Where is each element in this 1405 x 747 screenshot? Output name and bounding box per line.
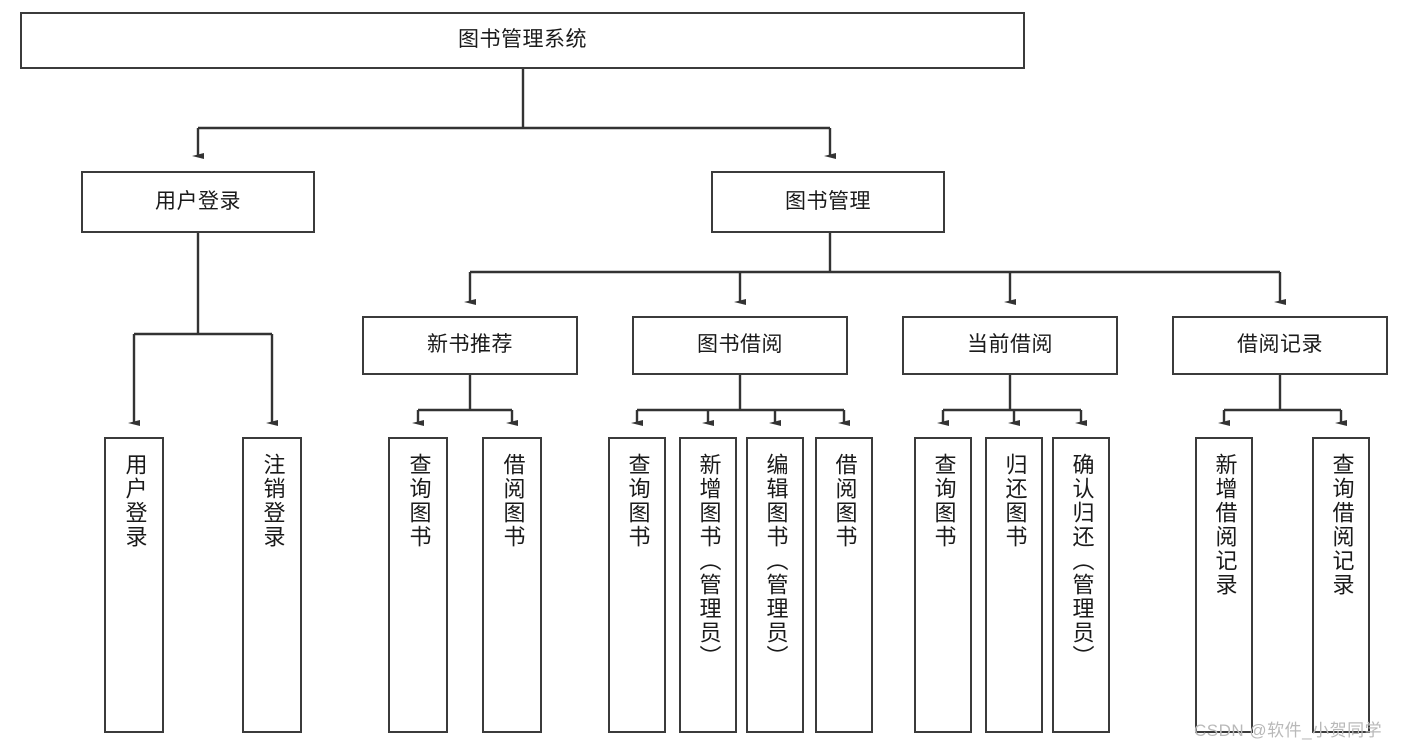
node-root[interactable]: 图书管理系统 (20, 12, 1025, 69)
node-book-manage[interactable]: 图书管理 (711, 171, 945, 233)
node-new-book-rec[interactable]: 新书推荐 (362, 316, 578, 375)
node-leaf-edit-book-label: 编辑图书（管理员） (763, 453, 789, 669)
node-book-borrow[interactable]: 图书借阅 (632, 316, 848, 375)
node-leaf-return-book[interactable]: 归还图书 (985, 437, 1043, 733)
node-leaf-borrow-book-2[interactable]: 借阅图书 (815, 437, 873, 733)
node-book-borrow-label: 图书借阅 (697, 333, 783, 357)
node-borrow-record[interactable]: 借阅记录 (1172, 316, 1388, 375)
node-leaf-logout-label: 注销登录 (260, 453, 286, 549)
node-leaf-query-book-3-label: 查询图书 (931, 453, 957, 549)
node-new-book-rec-label: 新书推荐 (427, 333, 513, 357)
node-user-login-label: 用户登录 (155, 189, 241, 213)
node-leaf-query-record[interactable]: 查询借阅记录 (1312, 437, 1370, 733)
node-leaf-confirm-return[interactable]: 确认归还（管理员） (1052, 437, 1110, 733)
node-leaf-query-book-2[interactable]: 查询图书 (608, 437, 666, 733)
node-leaf-query-book-1[interactable]: 查询图书 (388, 437, 448, 733)
node-leaf-query-record-label: 查询借阅记录 (1329, 453, 1355, 597)
node-leaf-edit-book[interactable]: 编辑图书（管理员） (746, 437, 804, 733)
node-leaf-confirm-return-label: 确认归还（管理员） (1069, 453, 1095, 669)
node-leaf-add-book[interactable]: 新增图书（管理员） (679, 437, 737, 733)
node-leaf-query-book-3[interactable]: 查询图书 (914, 437, 972, 733)
node-leaf-query-book-1-label: 查询图书 (406, 453, 432, 549)
node-leaf-user-login-label: 用户登录 (122, 453, 148, 549)
node-leaf-add-record-label: 新增借阅记录 (1212, 453, 1238, 597)
node-leaf-query-book-2-label: 查询图书 (625, 453, 651, 549)
node-leaf-borrow-book-1-label: 借阅图书 (500, 453, 526, 549)
node-leaf-borrow-book-1[interactable]: 借阅图书 (482, 437, 542, 733)
node-leaf-add-record[interactable]: 新增借阅记录 (1195, 437, 1253, 733)
node-leaf-return-book-label: 归还图书 (1002, 453, 1028, 549)
node-leaf-add-book-label: 新增图书（管理员） (696, 453, 722, 669)
node-leaf-user-login[interactable]: 用户登录 (104, 437, 164, 733)
node-book-manage-label: 图书管理 (785, 189, 871, 213)
node-borrow-record-label: 借阅记录 (1237, 333, 1323, 357)
node-user-login[interactable]: 用户登录 (81, 171, 315, 233)
node-leaf-logout[interactable]: 注销登录 (242, 437, 302, 733)
watermark: CSDN @软件_小贺同学 (1194, 721, 1383, 740)
node-leaf-borrow-book-2-label: 借阅图书 (832, 453, 858, 549)
node-root-label: 图书管理系统 (458, 28, 587, 52)
node-current-borrow-label: 当前借阅 (967, 333, 1053, 357)
node-current-borrow[interactable]: 当前借阅 (902, 316, 1118, 375)
